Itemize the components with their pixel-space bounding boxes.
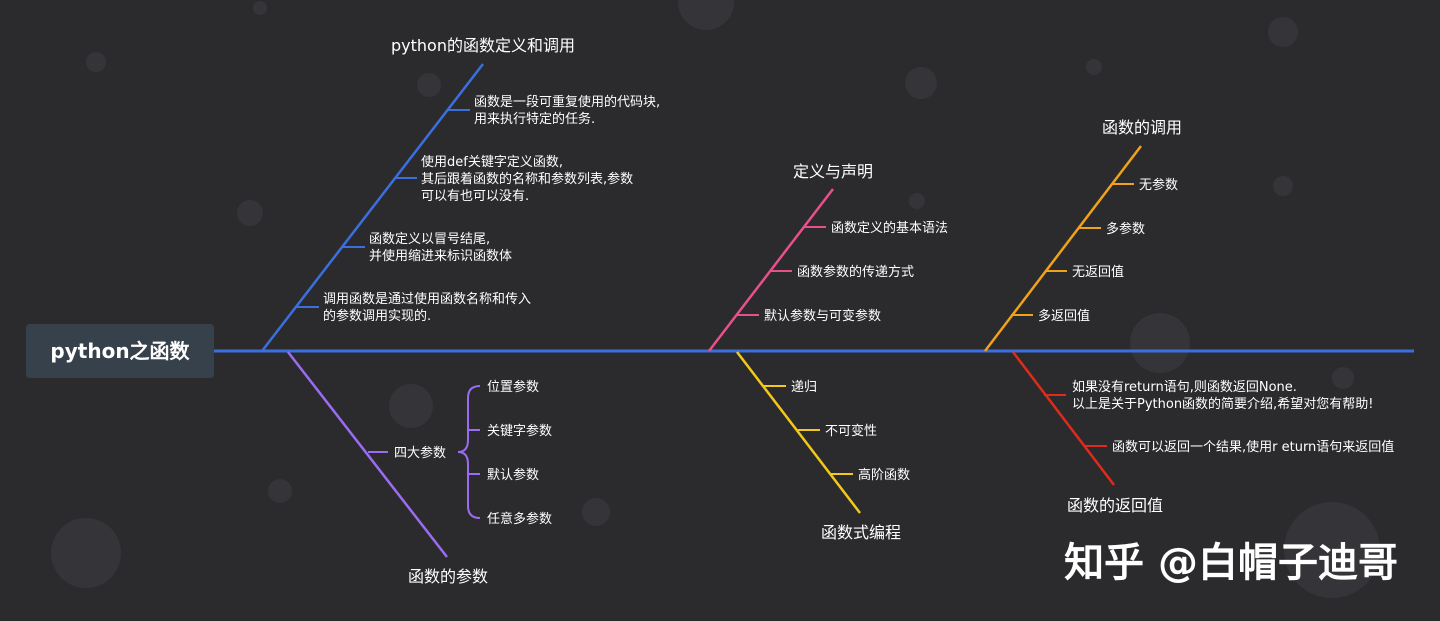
item-label: 函数参数的传递方式 [797,264,914,280]
item-label: 多参数 [1106,221,1145,237]
bubble [582,498,610,526]
item-label: 多返回值 [1038,308,1090,324]
item-label: 可以有也可以没有. [421,189,529,204]
branch-title: 函数式编程 [821,523,901,542]
branch-line [287,351,448,558]
branch-item[interactable]: 递归 [764,380,817,395]
branch-item[interactable]: 调用函数是通过使用函数名称和传入 的参数调用实现的. [296,291,531,324]
root-node[interactable]: python之函数 [26,324,214,378]
branch-functional[interactable]: 函数式编程 递归 不可变性 高阶函数 [736,351,910,542]
background-bubbles [51,0,1380,598]
branch-item[interactable]: 高阶函数 [831,467,910,483]
param-item[interactable]: 位置参数 [487,379,539,395]
branch-item[interactable]: 无返回值 [1045,264,1124,280]
branch-item[interactable]: 使用def关键字定义函数, 其后跟着函数的名称和参数列表,参数 可以有也可以没有… [394,154,633,204]
branch-item[interactable]: 函数定义以冒号结尾, 并使用缩进来标识函数体 [342,232,512,264]
group-bracket [457,385,481,519]
branch-title: 函数的返回值 [1067,496,1163,515]
param-item[interactable]: 关键字参数 [487,423,552,439]
bubble [678,0,734,30]
branch-line [736,351,861,514]
item-label: 函数是一段可重复使用的代码块, [474,94,660,110]
bubble [1086,59,1102,75]
item-label: 函数定义以冒号结尾, [369,232,490,247]
branch-title: 函数的调用 [1102,118,1182,137]
bubble [905,67,937,99]
watermark: 知乎 @白帽子迪哥 [1064,540,1398,586]
bubble [1268,17,1298,47]
item-label: 调用函数是通过使用函数名称和传入 [323,291,531,307]
item-label: 无返回值 [1072,264,1124,280]
bubble [1284,502,1380,598]
branch-definition-call[interactable]: python的函数定义和调用 函数是一段可重复使用的代码块, 用来执行特定的任务… [261,36,660,352]
item-label: 函数可以返回一个结果,使用r eturn语句来返回值 [1112,439,1394,455]
bubble [1273,176,1293,196]
bubble [1332,367,1354,389]
branch-item[interactable]: 函数定义的基本语法 [804,220,948,236]
branch-return-value[interactable]: 函数的返回值 如果没有return语句,则函数返回None. 以上是关于Pyth… [1012,351,1394,515]
branch-item[interactable]: 多返回值 [1011,308,1090,324]
bubble [268,479,292,503]
branch-item[interactable]: 不可变性 [798,423,877,439]
item-label: 默认参数与可变参数 [764,308,881,324]
item-label: 递归 [791,380,817,395]
group-label: 四大参数 [394,445,446,461]
branch-item[interactable]: 函数是一段可重复使用的代码块, 用来执行特定的任务. [447,94,660,127]
item-label: 用来执行特定的任务. [474,111,595,127]
branch-line [984,145,1142,352]
branch-line [261,63,484,352]
bubble [909,193,925,209]
branch-item[interactable]: 无参数 [1112,177,1178,193]
item-label: 以上是关于Python函数的简要介绍,希望对您有帮助! [1072,396,1373,412]
branch-parameters[interactable]: 函数的参数 四大参数 位置参数 关键字参数 默认参数 任意多参数 [287,351,552,586]
branch-item[interactable]: 默认参数与可变参数 [737,308,881,324]
item-label: 的参数调用实现的. [323,308,431,324]
item-label: 函数定义的基本语法 [831,220,948,236]
item-label: 并使用缩进来标识函数体 [369,248,512,264]
branch-item[interactable]: 函数参数的传递方式 [770,264,914,280]
bubble [1130,313,1190,373]
item-label: 其后跟着函数的名称和参数列表,参数 [421,171,633,187]
bubble [237,200,263,226]
item-label: 使用def关键字定义函数, [421,154,563,170]
bubble [51,518,121,588]
bubble [417,73,441,97]
item-label: 无参数 [1139,177,1178,193]
root-box [26,324,214,378]
item-label: 不可变性 [825,423,877,439]
bubble [253,1,267,15]
bubble [86,52,106,72]
item-label: 如果没有return语句,则函数返回None. [1072,379,1297,395]
branch-line [1012,351,1115,486]
bubble [389,384,433,428]
root-label: python之函数 [50,339,190,363]
branch-item[interactable]: 多参数 [1079,221,1145,237]
branch-declaration[interactable]: 定义与声明 函数定义的基本语法 函数参数的传递方式 默认参数与可变参数 [708,162,948,352]
branch-item[interactable]: 如果没有return语句,则函数返回None. 以上是关于Python函数的简要… [1044,379,1373,412]
param-item[interactable]: 默认参数 [487,467,539,483]
branch-title: 定义与声明 [793,162,873,181]
param-item[interactable]: 任意多参数 [487,511,552,527]
branch-title: python的函数定义和调用 [391,36,575,55]
branch-calling[interactable]: 函数的调用 无参数 多参数 无返回值 多返回值 [984,118,1182,352]
branch-title: 函数的参数 [408,567,488,586]
item-label: 高阶函数 [858,467,910,483]
branch-item[interactable]: 函数可以返回一个结果,使用r eturn语句来返回值 [1085,439,1394,455]
